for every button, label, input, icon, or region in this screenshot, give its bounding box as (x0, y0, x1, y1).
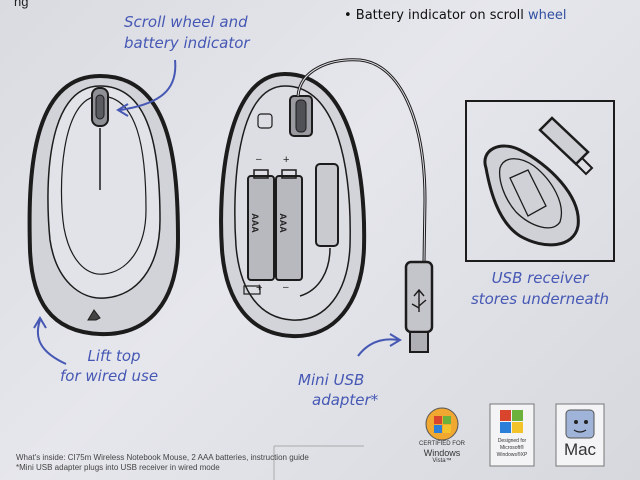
callout-lift-line1: Lift top (87, 347, 141, 365)
xp-line3: Windows®XP (496, 452, 528, 458)
header-partial-text: ng (14, 0, 29, 9)
footer-notes: What's inside: CI75m Wireless Notebook M… (16, 453, 406, 473)
usb-cable (296, 58, 434, 353)
battery-label-1: AAA (249, 213, 260, 233)
callout-lift-top: Lift top for wired use (60, 346, 158, 386)
logo-mac: Mac (563, 440, 597, 459)
polarity-mark-1: – (256, 154, 262, 165)
callout-usb-receiver: USB receiver stores underneath (466, 268, 614, 310)
receiver-box (465, 100, 615, 262)
logo-tiles (425, 403, 605, 467)
callout-mini-line2: adapter* (312, 391, 379, 409)
feature-bullet-text: • Battery indicator on scroll (344, 8, 529, 23)
callout-mini-line1: Mini USB (298, 371, 365, 389)
callout-scroll-line2: battery indicator (124, 34, 250, 52)
footer-line1: What's inside: CI75m Wireless Notebook M… (16, 453, 309, 462)
mouse-open-view (219, 71, 367, 339)
logo-windows-xp: Designed for Microsoft® Windows®XP (490, 438, 534, 459)
vista-line3: Vista™ (432, 458, 452, 464)
vista-line1: CERTIFIED FOR (419, 441, 465, 447)
footer-line2: *Mini USB adapter plugs into USB receive… (16, 463, 220, 472)
callout-mini-usb: Mini USB adapter* (298, 370, 378, 410)
callout-scroll-line1: Scroll wheel and (124, 13, 248, 31)
vista-line2: Windows (423, 448, 461, 458)
logo-windows-vista: CERTIFIED FOR Windows Vista™ (418, 441, 466, 465)
callout-receiver-line2: stores underneath (470, 290, 610, 308)
polarity-mark-4: – (283, 282, 289, 293)
callout-lift-line2: for wired use (60, 367, 159, 385)
battery-label-2: AAA (277, 213, 288, 233)
feature-bullet: • Battery indicator on scroll wheel (344, 8, 567, 23)
mouse-top-view (27, 73, 181, 337)
feature-bullet-accent: wheel (528, 8, 567, 23)
xp-line1: Designed for (497, 438, 527, 444)
xp-line2: Microsoft® (500, 445, 524, 451)
polarity-mark-3: + (256, 282, 263, 294)
callout-receiver-line1: USB receiver (491, 269, 589, 287)
callout-arrows (33, 59, 402, 365)
callout-scroll-wheel: Scroll wheel and battery indicator (124, 12, 250, 54)
polarity-mark-2: + (283, 154, 290, 166)
